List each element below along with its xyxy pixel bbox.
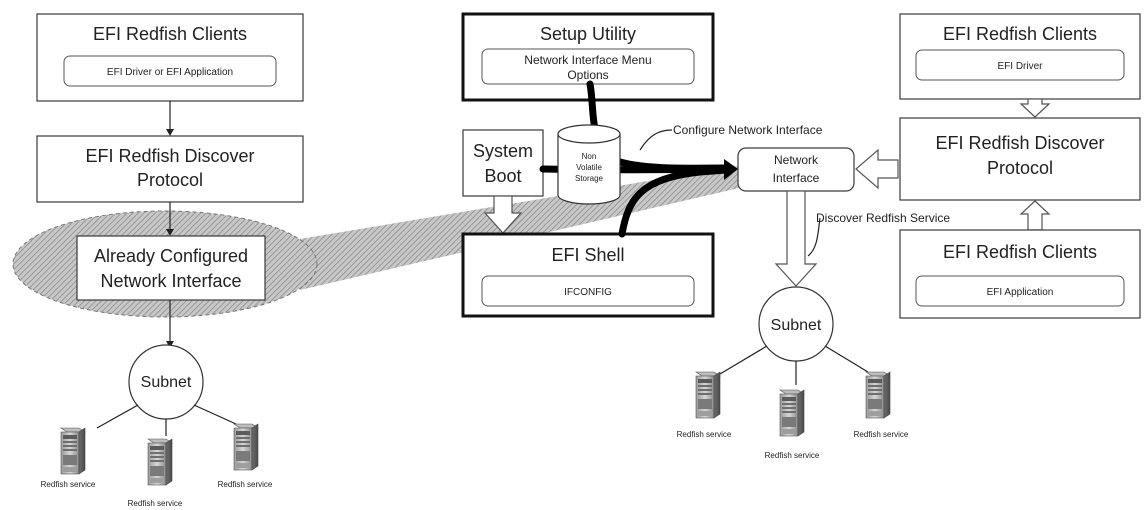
protocol-to-interface-arrow bbox=[855, 148, 899, 190]
left-server-3-icon bbox=[233, 423, 259, 471]
right-server-2-label: Redfish service bbox=[765, 451, 820, 460]
right-clients-top-inner: EFI Driver bbox=[998, 61, 1044, 72]
top-clients-to-protocol-arrow bbox=[1019, 98, 1051, 118]
left-clients-inner-label: EFI Driver or EFI Application bbox=[107, 67, 233, 78]
efi-shell-box: EFI Shell IFCONFIG bbox=[461, 232, 715, 318]
right-server-1-icon bbox=[695, 371, 721, 419]
right-discover-protocol-box: EFI Redfish Discover Protocol bbox=[899, 117, 1141, 201]
right-clients-top-title: EFI Redfish Clients bbox=[943, 24, 1097, 44]
left-discover-protocol-box: EFI Redfish Discover Protocol bbox=[36, 135, 304, 203]
left-server-3-label: Redfish service bbox=[218, 480, 273, 489]
right-clients-bottom-box: EFI Redfish Clients EFI Application bbox=[899, 229, 1141, 319]
setup-inner-line2: Options bbox=[567, 68, 608, 82]
right-server-3-label: Redfish service bbox=[854, 430, 909, 439]
efi-shell-inner-label: IFCONFIG bbox=[564, 287, 612, 298]
efi-shell-title: EFI Shell bbox=[551, 245, 624, 265]
already-configured-box: Already Configured Network Interface bbox=[76, 235, 266, 301]
right-subnet-label: Subnet bbox=[771, 317, 822, 334]
nvs-line2: Volatile bbox=[576, 163, 602, 172]
left-discover-title-line1: EFI Redfish Discover bbox=[85, 146, 254, 166]
nvs-line1: Non bbox=[582, 152, 597, 161]
setup-utility-title: Setup Utility bbox=[540, 24, 636, 44]
left-server-1-icon bbox=[60, 427, 86, 475]
left-subnet-label: Subnet bbox=[141, 374, 192, 391]
right-discover-title-line1: EFI Redfish Discover bbox=[935, 133, 1104, 153]
right-clients-top-box: EFI Redfish Clients EFI Driver bbox=[899, 13, 1141, 100]
discover-redfish-service-label: Discover Redfish Service bbox=[816, 211, 950, 225]
right-server-1-label: Redfish service bbox=[677, 430, 732, 439]
left-clients-box: EFI Redfish Clients EFI Driver or EFI Ap… bbox=[36, 13, 304, 102]
system-boot-line1: System bbox=[473, 141, 533, 161]
already-configured-line1: Already Configured bbox=[94, 246, 248, 266]
already-configured-line2: Network Interface bbox=[100, 271, 241, 291]
configure-network-interface-label: Configure Network Interface bbox=[673, 123, 823, 137]
interface-to-subnet-arrow bbox=[774, 190, 818, 287]
left-server-2-icon bbox=[147, 438, 173, 486]
network-interface-line2: Interface bbox=[773, 171, 820, 185]
bottom-clients-to-protocol-arrow bbox=[1019, 200, 1051, 231]
network-interface-box: Network Interface bbox=[737, 147, 855, 192]
setup-inner-line1: Network Interface Menu bbox=[524, 53, 651, 67]
left-server-1-label: Redfish service bbox=[41, 480, 96, 489]
right-discover-title-line2: Protocol bbox=[987, 158, 1053, 178]
shell-to-network-flow bbox=[618, 166, 730, 238]
left-subnet: Subnet bbox=[128, 344, 204, 420]
boot-to-shell-arrow bbox=[483, 195, 523, 234]
system-boot-line2: Boot bbox=[484, 166, 521, 186]
left-discover-title-line2: Protocol bbox=[137, 170, 203, 190]
right-server-3-icon bbox=[865, 371, 891, 419]
hatched-link-band bbox=[300, 166, 739, 290]
right-clients-bottom-title: EFI Redfish Clients bbox=[943, 242, 1097, 262]
left-clients-title: EFI Redfish Clients bbox=[93, 24, 247, 44]
left-server-2-label: Redfish service bbox=[128, 499, 183, 508]
nvs-line3: Storage bbox=[575, 174, 604, 183]
right-server-2-icon bbox=[779, 389, 805, 437]
system-boot-box: System Boot bbox=[462, 129, 544, 197]
network-interface-arrowhead bbox=[724, 159, 738, 180]
right-clients-bottom-inner: EFI Application bbox=[987, 287, 1054, 298]
non-volatile-storage: Non Volatile Storage bbox=[557, 124, 621, 205]
network-interface-line1: Network bbox=[774, 153, 819, 167]
right-subnet: Subnet bbox=[758, 286, 834, 362]
